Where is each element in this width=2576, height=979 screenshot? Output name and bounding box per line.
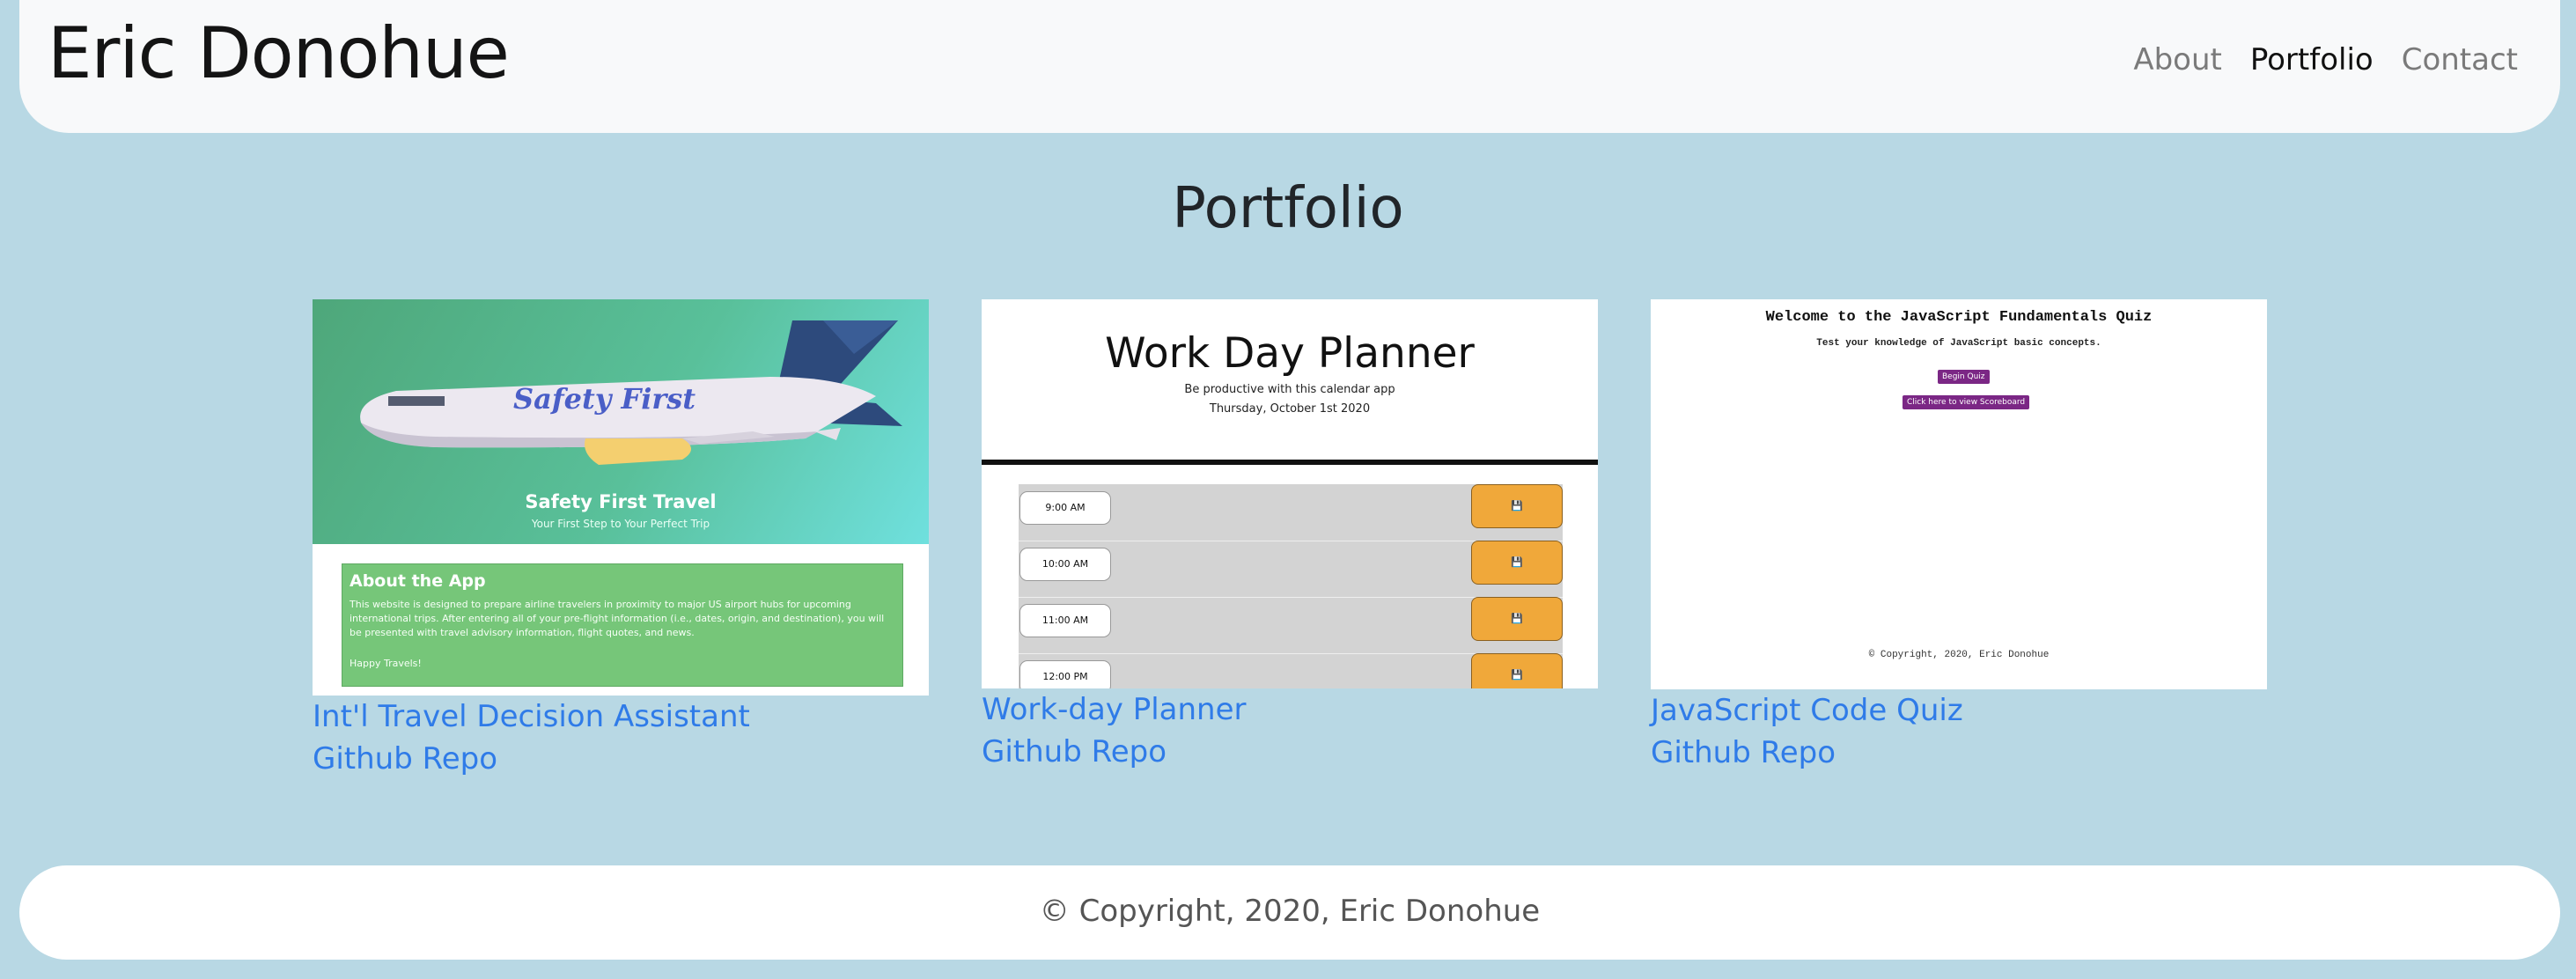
- brand-title[interactable]: Eric Donohue: [48, 12, 510, 94]
- plane-logo-text: Safety First: [513, 382, 696, 416]
- airplane-icon: [360, 320, 902, 465]
- planner-date: Thursday, October 1st 2020: [1209, 402, 1371, 416]
- planner-title: Work Day Planner: [1105, 329, 1475, 378]
- nav-link-about[interactable]: About: [2133, 42, 2222, 77]
- planner-rows: 9:00 AM 💾 10:00 AM 💾 11:00 AM 💾 12:00 PM…: [1019, 484, 1563, 688]
- begin-quiz-button: Begin Quiz: [1938, 370, 1990, 384]
- project-thumbnail-quiz[interactable]: Welcome to the JavaScript Fundamentals Q…: [1651, 299, 2267, 689]
- project-link-planner[interactable]: Work-day Planner: [982, 692, 1247, 727]
- about-heading: About the App: [350, 571, 486, 591]
- hero-title: Safety First Travel: [525, 491, 717, 512]
- time-block-row: 10:00 AM 💾: [1019, 541, 1563, 598]
- project-card-travel: Safety First Safety First Travel Your Fi…: [313, 299, 929, 780]
- time-block-row: 9:00 AM 💾: [1019, 484, 1563, 541]
- hour-label: 12:00 PM: [1019, 660, 1111, 688]
- repo-link-quiz[interactable]: Github Repo: [1651, 735, 1836, 770]
- time-block-row: 11:00 AM 💾: [1019, 597, 1563, 654]
- nav-link-contact[interactable]: Contact: [2401, 42, 2518, 77]
- footer-copyright: © Copyright, 2020, Eric Donohue: [1039, 894, 1541, 929]
- save-icon: 💾: [1471, 597, 1563, 641]
- quiz-title: Welcome to the JavaScript Fundamentals Q…: [1765, 309, 2153, 326]
- hero-subtitle: Your First Step to Your Perfect Trip: [531, 518, 710, 530]
- nav-links: About Portfolio Contact: [2133, 42, 2518, 77]
- save-icon: 💾: [1471, 541, 1563, 585]
- view-scoreboard-button: Click here to view Scoreboard: [1903, 395, 2030, 409]
- time-block-row: 12:00 PM 💾: [1019, 653, 1563, 688]
- nav-link-portfolio[interactable]: Portfolio: [2249, 42, 2374, 77]
- hour-label: 11:00 AM: [1019, 604, 1111, 637]
- planner-subtitle: Be productive with this calendar app: [1184, 383, 1395, 396]
- about-panel: About the App This website is designed t…: [342, 563, 903, 687]
- project-card-quiz: Welcome to the JavaScript Fundamentals Q…: [1651, 299, 2267, 774]
- project-card-planner: Work Day Planner Be productive with this…: [982, 299, 1598, 773]
- about-signoff: Happy Travels!: [350, 658, 422, 669]
- page-title: Portfolio: [1172, 176, 1404, 241]
- project-link-travel[interactable]: Int'l Travel Decision Assistant: [313, 699, 750, 734]
- quiz-footer: © Copyright, 2020, Eric Donohue: [1868, 650, 2050, 660]
- footer: © Copyright, 2020, Eric Donohue: [19, 865, 2560, 960]
- quiz-subtitle: Test your knowledge of JavaScript basic …: [1816, 338, 2101, 349]
- project-thumbnail-travel[interactable]: Safety First Safety First Travel Your Fi…: [313, 299, 929, 696]
- repo-link-planner[interactable]: Github Repo: [982, 734, 1167, 769]
- repo-link-travel[interactable]: Github Repo: [313, 741, 498, 777]
- hour-label: 10:00 AM: [1019, 548, 1111, 581]
- project-link-quiz[interactable]: JavaScript Code Quiz: [1651, 693, 1963, 728]
- project-thumbnail-planner[interactable]: Work Day Planner Be productive with this…: [982, 299, 1598, 688]
- save-icon: 💾: [1471, 653, 1563, 688]
- hour-label: 9:00 AM: [1019, 491, 1111, 525]
- about-text: This website is designed to prepare airl…: [350, 599, 885, 638]
- navbar: Eric Donohue About Portfolio Contact: [19, 0, 2560, 133]
- save-icon: 💾: [1471, 484, 1563, 528]
- divider: [982, 460, 1598, 465]
